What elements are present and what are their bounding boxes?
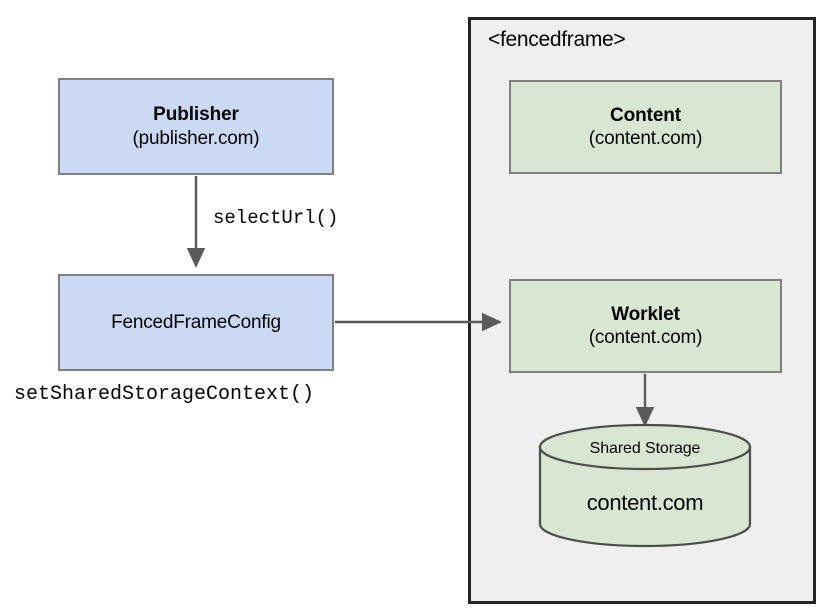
fencedframe-label: <fencedframe> <box>488 28 626 51</box>
node-worklet-title: Worklet <box>611 303 680 325</box>
node-content-subtitle: (content.com) <box>588 128 703 149</box>
edge-label-select-url: selectUrl() <box>213 207 339 229</box>
node-publisher-title: Publisher <box>153 104 239 126</box>
node-publisher-subtitle: (publisher.com) <box>132 127 260 149</box>
node-content[interactable]: Content (content.com) <box>509 80 782 174</box>
node-publisher[interactable]: Publisher (publisher.com) <box>58 78 334 175</box>
shared-storage-cylinder <box>538 423 752 548</box>
node-worklet[interactable]: Worklet (content.com) <box>509 279 782 373</box>
annotation-set-shared-storage-context: setSharedStorageContext() <box>14 383 315 406</box>
node-fenced-frame-config[interactable]: FencedFrameConfig <box>58 274 334 371</box>
shared-storage-origin: content.com <box>586 490 704 515</box>
shared-storage-title: Shared Storage <box>589 440 701 457</box>
node-worklet-subtitle: (content.com) <box>588 327 703 348</box>
node-fenced-frame-config-label: FencedFrameConfig <box>111 311 281 333</box>
node-content-title: Content <box>609 104 682 126</box>
